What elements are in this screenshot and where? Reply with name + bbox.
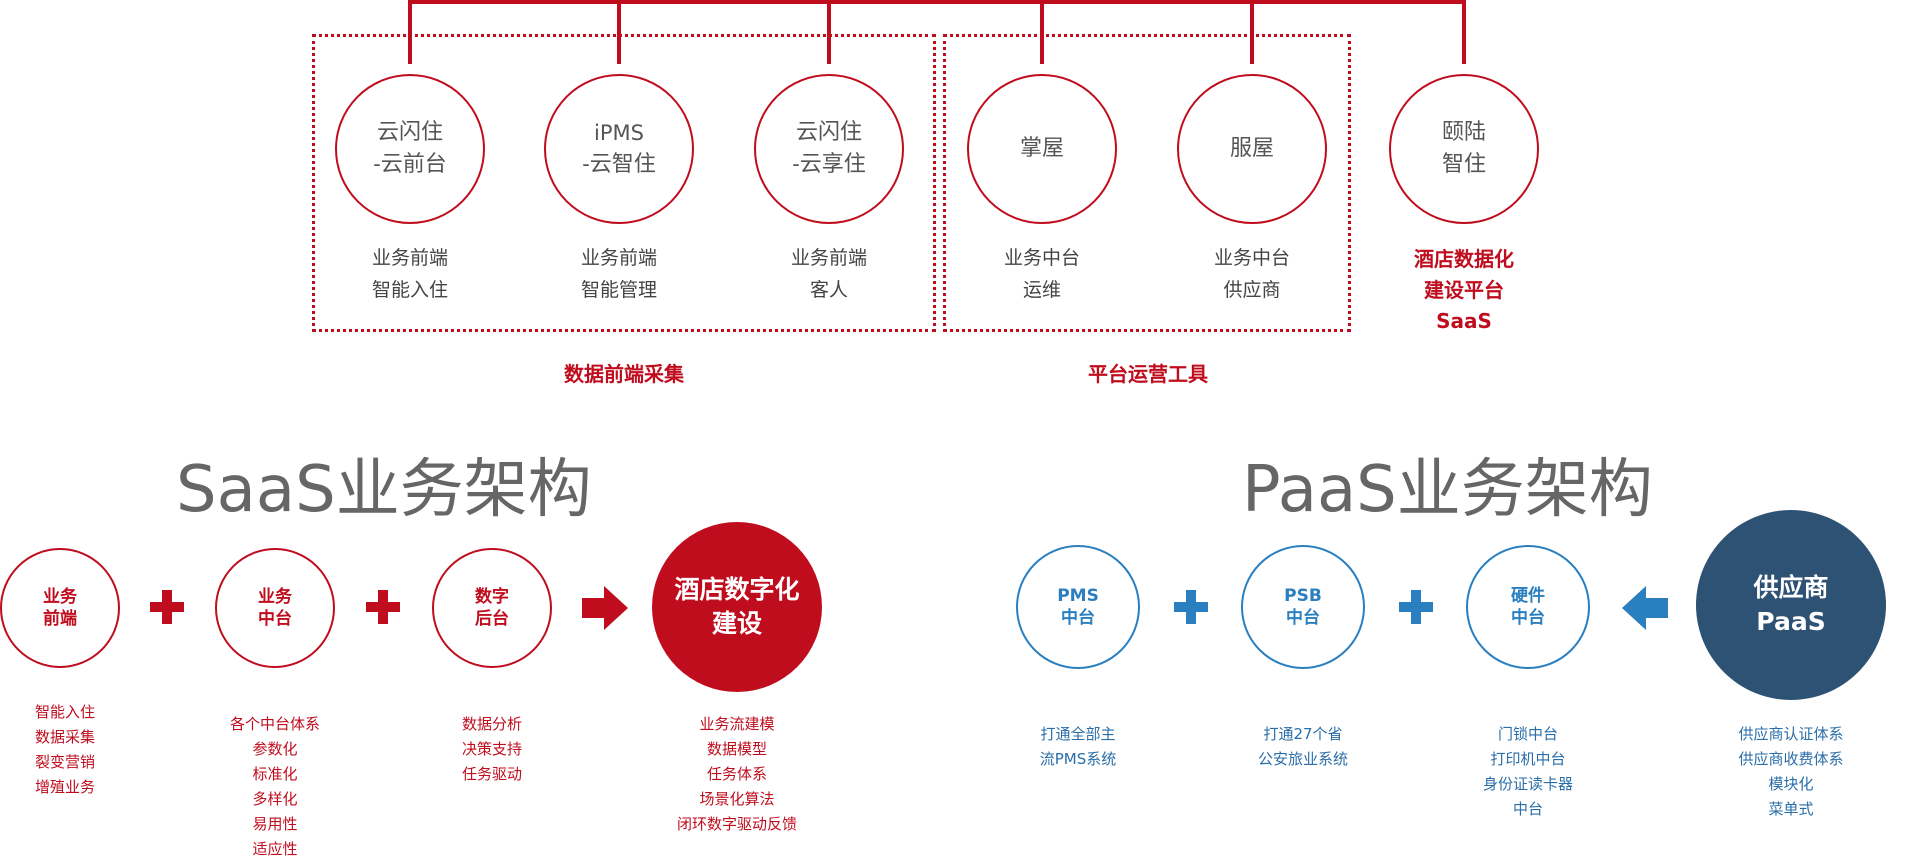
- plus-icon: [150, 590, 184, 624]
- paas-node-pms: PMS 中台: [1016, 545, 1140, 669]
- paas-title: PaaS业务架构: [1242, 453, 1653, 527]
- tree-branch-2: [617, 0, 621, 64]
- saas-title: SaaS业务架构: [176, 453, 592, 527]
- saas-list-frontend: 智能入住 数据采集 裂变营销 增殖业务: [34, 703, 95, 796]
- tree-node-ipms: iPMS -云智住: [544, 74, 694, 224]
- tree-branch-6: [1462, 0, 1466, 64]
- paas-list-pms: 打通全部主 流PMS系统: [1039, 725, 1117, 768]
- saas-node-frontend: 业务 前端: [0, 548, 120, 668]
- tree-desc-5: 业务中台 供应商: [1213, 247, 1290, 301]
- group-box-data-collection: [312, 34, 936, 332]
- plus-icon: [366, 590, 400, 624]
- tree-node-fuwu: 服屋: [1177, 74, 1327, 224]
- tree-desc-2: 业务前端 智能管理: [580, 247, 657, 301]
- saas-node-backend: 数字 后台: [432, 548, 552, 668]
- arrow-left-icon: [1622, 586, 1668, 630]
- paas-list-supplier: 供应商认证体系 供应商收费体系 模块化 菜单式: [1738, 725, 1844, 818]
- tree-desc-3: 业务前端 客人: [790, 247, 867, 301]
- group-label-data-collection: 数据前端采集: [564, 362, 684, 386]
- plus-icon: [1399, 590, 1433, 624]
- group-box-platform-ops: [943, 34, 1351, 332]
- group-label-platform-ops: 平台运营工具: [1088, 362, 1208, 386]
- platform-label: 酒店数据化 建设平台 SaaS: [1414, 247, 1514, 333]
- paas-node-hardware: 硬件 中台: [1466, 545, 1590, 669]
- saas-list-middle: 各个中台体系 参数化 标准化 多样化 易用性 适应性: [229, 715, 320, 858]
- tree-branch-4: [1040, 0, 1044, 64]
- paas-list-psb: 打通27个省 公安旅业系统: [1257, 725, 1348, 768]
- tree-node-yunshanzhu-guest: 云闪住 -云享住: [754, 74, 904, 224]
- paas-list-hardware: 门锁中台 打印机中台 身份证读卡器 中台: [1482, 725, 1573, 818]
- tree-bus-line: [408, 0, 1466, 4]
- plus-icon: [1174, 590, 1208, 624]
- paas-node-psb: PSB 中台: [1241, 545, 1365, 669]
- tree-desc-1: 业务前端 智能入住: [371, 247, 448, 301]
- tree-node-yunshanzhu-front: 云闪住 -云前台: [335, 74, 485, 224]
- saas-node-middle: 业务 中台: [215, 548, 335, 668]
- saas-list-result: 业务流建模 数据模型 任务体系 场景化算法 闭环数字驱动反馈: [676, 715, 797, 833]
- tree-branch-5: [1250, 0, 1254, 64]
- tree-node-zhangwu: 掌屋: [967, 74, 1117, 224]
- arrow-right-icon: [582, 586, 628, 630]
- saas-list-backend: 数据分析 决策支持 任务驱动: [461, 715, 522, 783]
- tree-branch-1: [408, 0, 412, 64]
- tree-branch-3: [827, 0, 831, 64]
- tree-desc-4: 业务中台 运维: [1003, 247, 1080, 301]
- saas-result-hotel-digital: 酒店数字化 建设: [652, 522, 822, 692]
- tree-node-yilu: 颐陆 智住: [1389, 74, 1539, 224]
- paas-source-supplier: 供应商 PaaS: [1696, 510, 1886, 700]
